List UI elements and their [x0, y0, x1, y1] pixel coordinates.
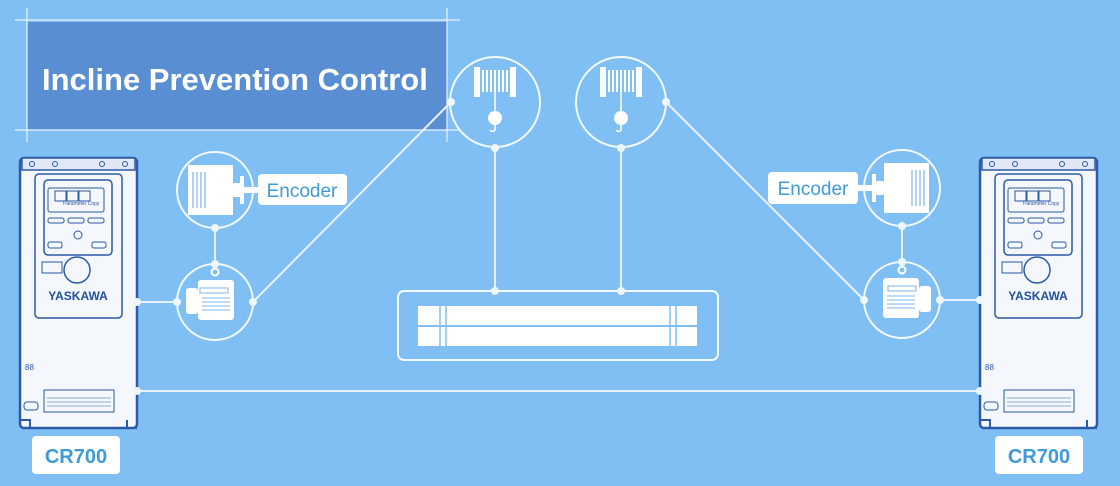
- drive-panel-label: Parameter Copy: [1023, 201, 1060, 207]
- right-encoder-label: Encoder: [778, 179, 849, 200]
- left-motor-icon: [176, 263, 254, 341]
- page-title: Incline Prevention Control: [42, 62, 428, 97]
- guide-lines: [15, 8, 460, 142]
- left-winch-hook-icon: [449, 56, 541, 148]
- drive-panel-label: Parameter Copy: [63, 201, 100, 207]
- right-motor-icon: [863, 261, 941, 339]
- left-encoder-icon: [176, 151, 258, 229]
- right-drive-cr700: Parameter Copy YASKAWA: [978, 156, 1099, 430]
- right-drive-model-label: CR700: [1008, 446, 1070, 468]
- left-drive-cr700: Parameter Copy YASKAWA: [18, 156, 139, 430]
- left-drive-model-label: CR700: [45, 446, 107, 468]
- junction-dots: [133, 98, 984, 395]
- drive-brand: YASKAWA: [1008, 289, 1068, 303]
- left-encoder-label: Encoder: [267, 181, 338, 202]
- title-box: [27, 22, 447, 130]
- connection-lines: [137, 101, 980, 392]
- load-beam-icon: [397, 290, 719, 361]
- right-winch-hook-icon: [575, 56, 667, 148]
- right-encoder-icon: [858, 149, 941, 227]
- drive-brand: YASKAWA: [48, 289, 108, 303]
